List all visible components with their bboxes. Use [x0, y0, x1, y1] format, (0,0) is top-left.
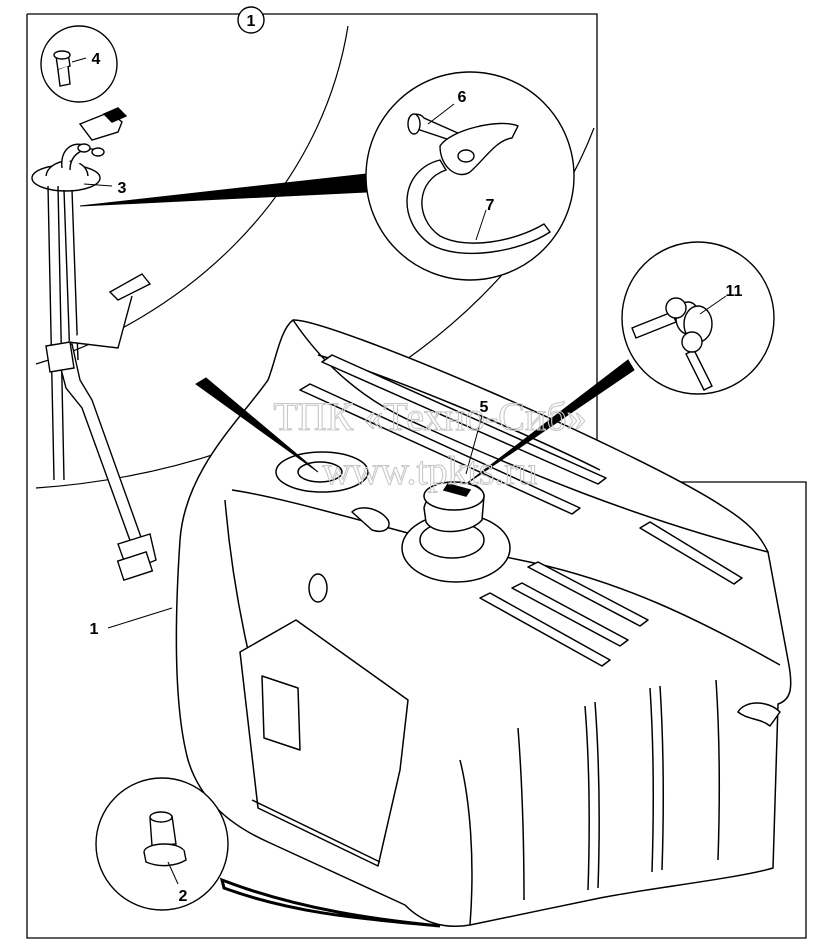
callout-1: 1	[90, 621, 99, 638]
fuel-level-sender	[31, 107, 157, 582]
callout-6: 6	[458, 89, 467, 106]
callout-3: 3	[118, 180, 127, 197]
callout-4: 4	[92, 51, 101, 68]
diagram-frame	[26, 13, 807, 939]
callout-5: 5	[480, 399, 489, 416]
clamp-inset	[365, 71, 575, 281]
leader-wedges	[79, 173, 635, 928]
callout-11: 11	[726, 283, 743, 300]
watermark: ТПК «Техно-Сиб» www.tpkts.ru	[273, 393, 587, 493]
callout-7: 7	[486, 197, 495, 214]
keys-inset	[621, 241, 775, 395]
watermark-url: www.tpkts.ru	[322, 448, 537, 493]
assembly-marker: 1	[237, 6, 265, 34]
callout-labels: 4 3 6 7 11 5 1 2	[90, 51, 743, 905]
watermark-company: ТПК «Техно-Сиб»	[273, 394, 586, 439]
bolt-part-4-inset	[40, 25, 118, 103]
fuel-tank	[175, 319, 792, 927]
screw-inset	[95, 777, 229, 911]
fuel-filler-cap	[423, 481, 485, 533]
callout-2: 2	[179, 888, 188, 905]
leader-lines	[71, 57, 727, 885]
assembly-callout: 1	[247, 13, 256, 30]
